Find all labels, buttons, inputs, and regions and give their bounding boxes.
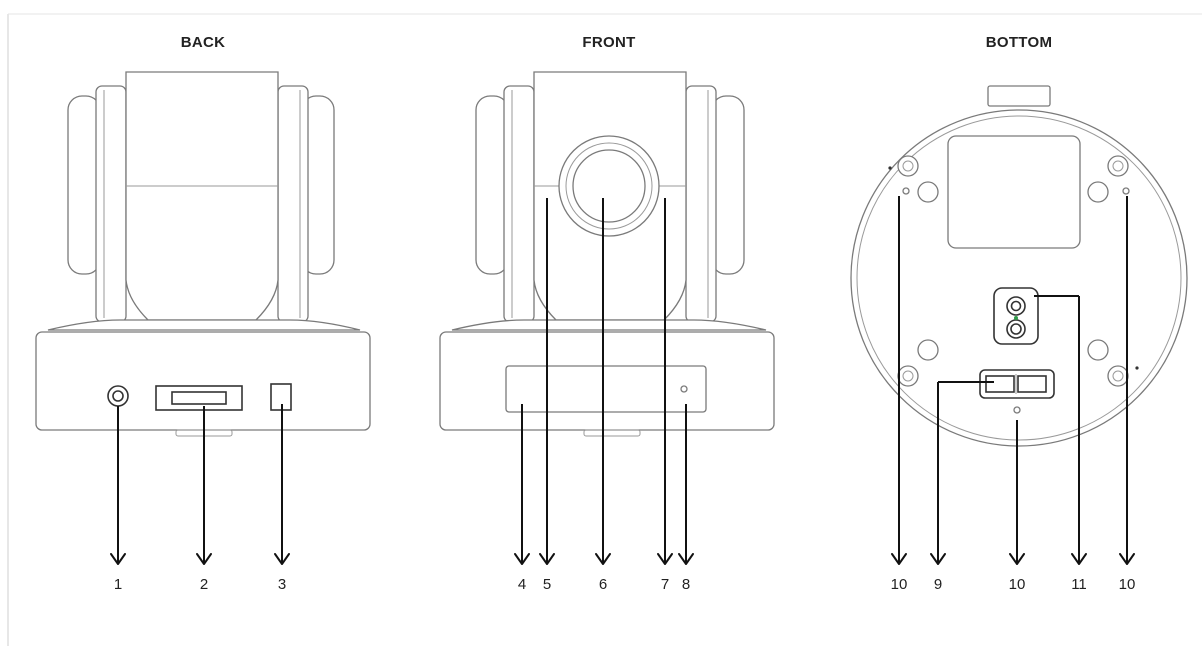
front-left-arm: [503, 85, 535, 323]
callout-number: 1: [113, 576, 123, 593]
front-base-plate: [451, 319, 767, 331]
rubber-foot-inner: [1112, 160, 1124, 172]
callout-number: 4: [517, 576, 527, 593]
back-head: [125, 71, 279, 321]
rubber-foot: [1107, 155, 1129, 177]
callout-number: 7: [660, 576, 670, 593]
callout-number: 3: [277, 576, 287, 593]
rubber-foot: [1107, 365, 1129, 387]
callout-number: 8: [681, 576, 691, 593]
front-view-title: FRONT: [582, 34, 636, 51]
callout-arrow-head: [891, 553, 907, 565]
indicator-light: [680, 385, 688, 393]
bottom-label-area: [947, 135, 1081, 249]
rubber-foot-inner: [902, 160, 914, 172]
front-view-camera: [439, 71, 775, 437]
callout-arrow-head: [539, 553, 555, 565]
dip-switch-right: [1017, 375, 1047, 393]
lens: [572, 149, 646, 223]
bottom-pad: [917, 181, 939, 203]
power-port-inner: [112, 390, 124, 402]
callout-number: 10: [890, 576, 908, 593]
marker-dot: [888, 166, 892, 170]
callout-arrows: [110, 196, 1135, 565]
front-right-ear: [711, 95, 745, 275]
callout-arrow-head: [274, 553, 290, 565]
front-left-ear: [475, 95, 509, 275]
front-base-foot: [583, 429, 641, 437]
callout-arrow-head: [1009, 553, 1025, 565]
callout-arrow-head: [1119, 553, 1135, 565]
ir-window: [505, 365, 707, 413]
back-view-title: BACK: [180, 34, 226, 51]
callout-number: 9: [933, 576, 943, 593]
screw-hole: [902, 187, 910, 195]
back-left-ear: [67, 95, 101, 275]
tripod-locating-hole-inner: [1010, 323, 1022, 335]
dip-switch-left: [985, 375, 1015, 393]
back-left-arm: [95, 85, 127, 323]
bottom-plate-inner: [856, 115, 1182, 441]
bottom-top-tab: [987, 85, 1051, 107]
marker-dot: [1135, 366, 1139, 370]
callout-arrow-head: [930, 553, 946, 565]
screw-hole: [1013, 406, 1021, 414]
screw-hole: [1122, 187, 1130, 195]
bottom-pad: [1087, 181, 1109, 203]
callout-number: 6: [598, 576, 608, 593]
bottom-view-camera: [850, 85, 1188, 447]
bottom-view-title: BOTTOM: [985, 34, 1053, 51]
callout-arrow-head: [196, 553, 212, 565]
mount-led: [1014, 316, 1018, 320]
callout-arrow-head: [657, 553, 673, 565]
back-right-arm: [277, 85, 309, 323]
callout-arrow-head: [110, 553, 126, 565]
front-right-arm: [685, 85, 717, 323]
callout-arrow-head: [595, 553, 611, 565]
rubber-foot-inner: [1112, 370, 1124, 382]
callout-arrow-head: [1071, 553, 1087, 565]
callout-number: 10: [1118, 576, 1136, 593]
callout-number: 2: [199, 576, 209, 593]
back-view-camera: [35, 71, 371, 437]
back-base-plate: [47, 319, 361, 331]
tripod-screw-hole-inner: [1010, 300, 1022, 312]
usb-port-inner: [171, 391, 227, 405]
bottom-pad: [917, 339, 939, 361]
callout-number: 10: [1008, 576, 1026, 593]
rubber-foot: [897, 365, 919, 387]
bottom-pad: [1087, 339, 1109, 361]
callout-arrow-head: [678, 553, 694, 565]
callout-arrow-head: [514, 553, 530, 565]
lens-inner-ring: [565, 142, 653, 230]
callout-number: 11: [1071, 576, 1087, 593]
callout-number: 5: [542, 576, 552, 593]
rubber-foot: [897, 155, 919, 177]
rubber-foot-inner: [902, 370, 914, 382]
